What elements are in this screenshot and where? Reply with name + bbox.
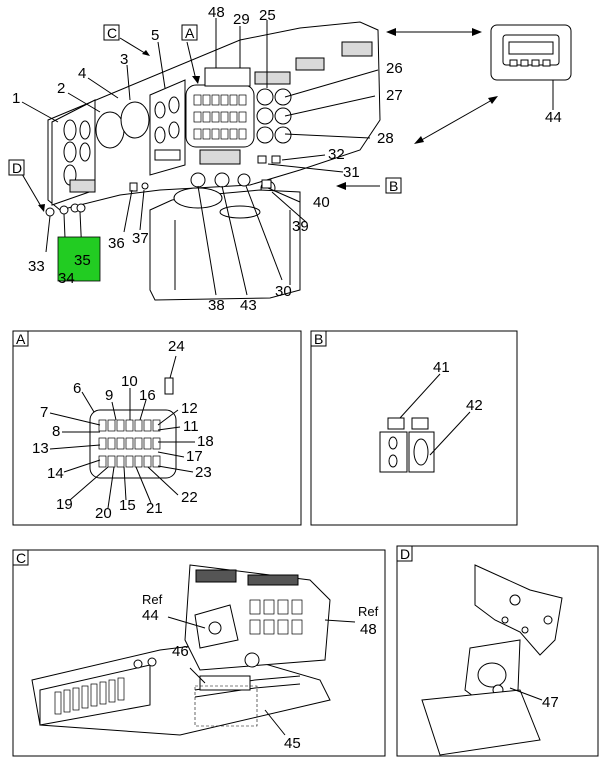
- direction-arrows: [336, 28, 498, 190]
- callout-37: 37: [132, 230, 149, 247]
- detail-c-marker: C: [107, 25, 117, 41]
- callout-10: 10: [121, 373, 138, 390]
- callout-48: 48: [208, 4, 225, 21]
- callout-5: 5: [151, 27, 159, 44]
- overview-dash-drawing: [45, 21, 381, 301]
- callout-21: 21: [146, 500, 163, 517]
- callout-28: 28: [377, 130, 394, 147]
- ref-label-48: Ref: [358, 604, 379, 619]
- callout-40: 40: [313, 194, 330, 211]
- callout-12: 12: [181, 400, 198, 417]
- center-switch-grid: [193, 94, 247, 140]
- detail-d-panel: D 47: [396, 545, 599, 757]
- fuse-row: [54, 677, 125, 715]
- callout-43: 43: [240, 297, 257, 314]
- detail-a-title: A: [16, 331, 26, 347]
- callout-38: 38: [208, 297, 225, 314]
- callout-13: 13: [32, 440, 49, 457]
- callout-8: 8: [52, 423, 60, 440]
- overview-leaders: [21, 18, 554, 296]
- callout-36: 36: [108, 235, 125, 252]
- callout-7: 7: [40, 404, 48, 421]
- detail-d-title: D: [400, 546, 410, 562]
- callout-23: 23: [195, 464, 212, 481]
- callout-11: 11: [183, 418, 199, 435]
- callout-45: 45: [284, 735, 301, 752]
- callout-32: 32: [328, 146, 345, 163]
- detail-a-marker: A: [185, 25, 195, 41]
- callout-4: 4: [78, 65, 86, 82]
- callout-44: 44: [545, 109, 562, 126]
- callout-9: 9: [105, 387, 113, 404]
- callout-33: 33: [28, 258, 45, 275]
- callout-30: 30: [275, 283, 292, 300]
- callout-18: 18: [197, 433, 214, 450]
- detail-a-switch-grid: [98, 419, 161, 468]
- callout-26: 26: [386, 60, 403, 77]
- callout-15: 15: [119, 497, 136, 514]
- detail-c-panel: C Ref 44: [12, 549, 386, 757]
- callout-29: 29: [233, 11, 250, 28]
- callout-42: 42: [466, 397, 483, 414]
- callout-27: 27: [386, 87, 403, 104]
- callout-47: 47: [542, 694, 559, 711]
- callout-44-ref: 44: [142, 607, 159, 624]
- detail-b-panel: B 41 42: [310, 330, 518, 526]
- callout-19: 19: [56, 496, 73, 513]
- callout-31: 31: [343, 164, 360, 181]
- display-module-44: [490, 24, 572, 81]
- overview-labels: 48 29 25 C A 5 3 4 2 1 26 27 28 32 31 B …: [8, 4, 562, 314]
- detail-a-panel: A: [12, 330, 302, 526]
- callout-41: 41: [433, 359, 450, 376]
- callout-34: 34: [58, 270, 75, 287]
- callout-6: 6: [73, 380, 81, 397]
- callout-39: 39: [292, 218, 309, 235]
- callout-14: 14: [47, 465, 64, 482]
- detail-b-marker: B: [389, 178, 398, 194]
- callout-25: 25: [259, 7, 276, 24]
- callout-35: 35: [74, 252, 91, 269]
- ref-label-44: Ref: [142, 592, 163, 607]
- callout-22: 22: [181, 489, 198, 506]
- detail-d-marker: D: [12, 160, 22, 176]
- callout-1: 1: [12, 90, 20, 107]
- callout-3: 3: [120, 51, 128, 68]
- callout-46: 46: [172, 643, 189, 660]
- highlight-box-35: [57, 236, 101, 282]
- callout-48-ref: 48: [360, 621, 377, 638]
- detail-b-title: B: [314, 331, 323, 347]
- callout-16: 16: [139, 387, 156, 404]
- panel-switch-grid: [249, 599, 303, 635]
- detail-c-title: C: [16, 550, 26, 566]
- callout-17: 17: [186, 448, 203, 465]
- callout-2: 2: [57, 80, 65, 97]
- callout-24: 24: [168, 338, 185, 355]
- callout-20: 20: [95, 505, 112, 522]
